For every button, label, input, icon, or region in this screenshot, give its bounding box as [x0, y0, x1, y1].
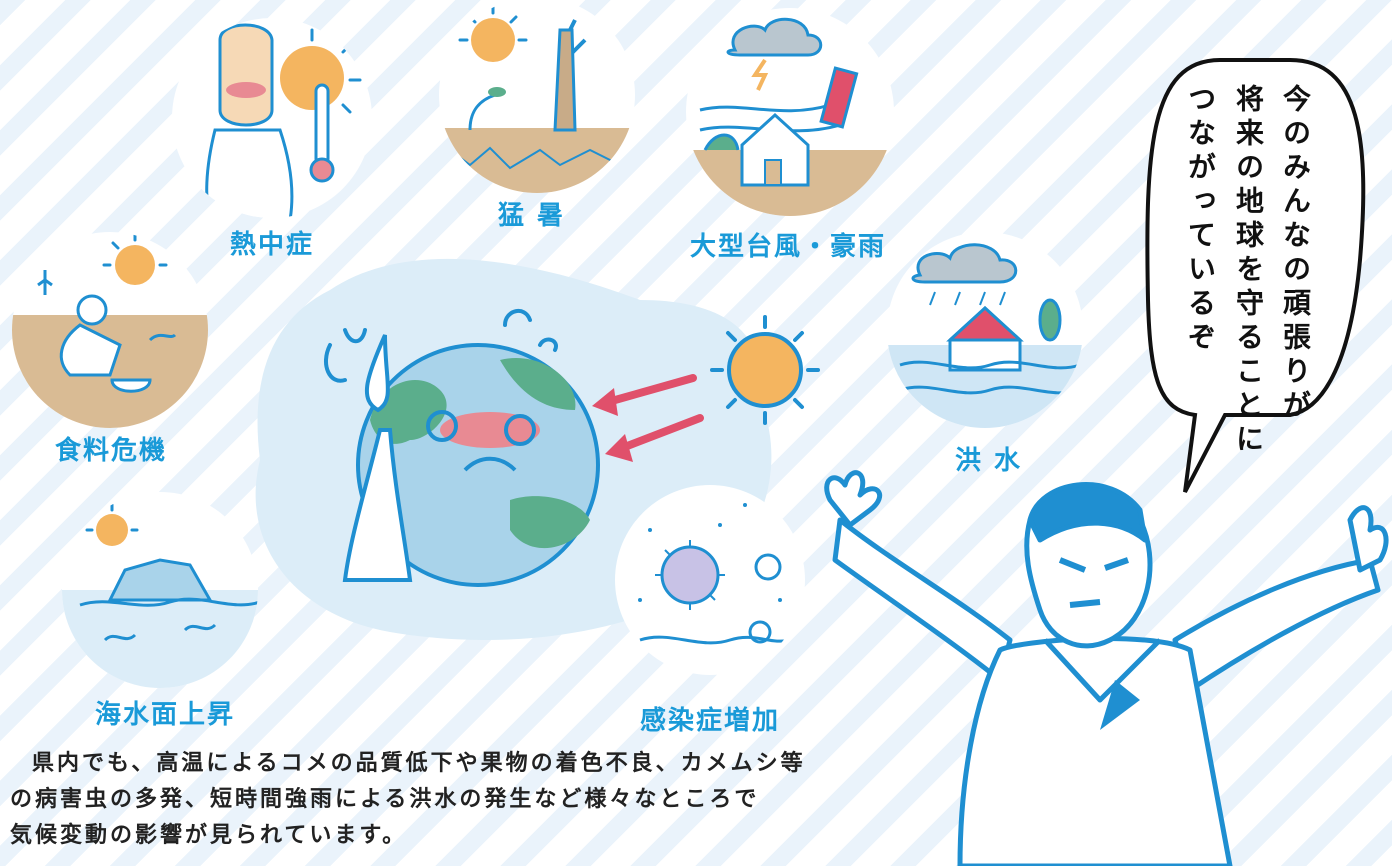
infection-increase-icon — [615, 485, 805, 675]
speech-bubble-line2: 将来の地球を守ることに — [1232, 84, 1265, 458]
man-character — [824, 470, 1389, 866]
heat-arrow-upper — [592, 374, 697, 416]
heatstroke-icon — [172, 18, 372, 218]
sea-level-rise-icon — [62, 492, 258, 688]
sun-icon — [710, 315, 820, 425]
body-text-line3: 気候変動の影響が見られています。 — [10, 823, 408, 848]
heat-arrow-lower — [605, 414, 704, 462]
body-text: 県内でも、高温によるコメの品質低下や果物の着色不良、カメムシ等 の病害虫の多発、… — [10, 746, 870, 854]
crying-earth-icon — [324, 309, 600, 587]
label-infection-increase: 感染症増加 — [640, 706, 781, 736]
virus-icon — [655, 540, 725, 610]
label-food-crisis: 食料危機 — [55, 436, 168, 466]
label-typhoon-rain: 大型台風・豪雨 — [690, 232, 887, 262]
typhoon-rain-icon — [686, 8, 894, 216]
body-text-line1: 県内でも、高温によるコメの品質低下や果物の着色不良、カメムシ等 — [32, 751, 806, 776]
label-flood: 洪 水 — [955, 446, 1023, 476]
speech-bubble-line1: 今のみんなの頑張りが — [1279, 84, 1312, 424]
extreme-heat-icon — [439, 0, 635, 193]
speech-bubble-line3: つながっているぞ — [1184, 84, 1217, 356]
flood-icon — [887, 232, 1083, 428]
body-text-line2: の病害虫の多発、短時間強雨による洪水の発生など様々なところで — [10, 787, 760, 812]
label-extreme-heat: 猛 暑 — [498, 201, 566, 231]
food-crisis-icon — [12, 232, 208, 428]
label-heatstroke: 熱中症 — [230, 230, 315, 260]
label-sea-level-rise: 海水面上昇 — [95, 700, 236, 730]
speech-bubble — [1145, 58, 1366, 493]
